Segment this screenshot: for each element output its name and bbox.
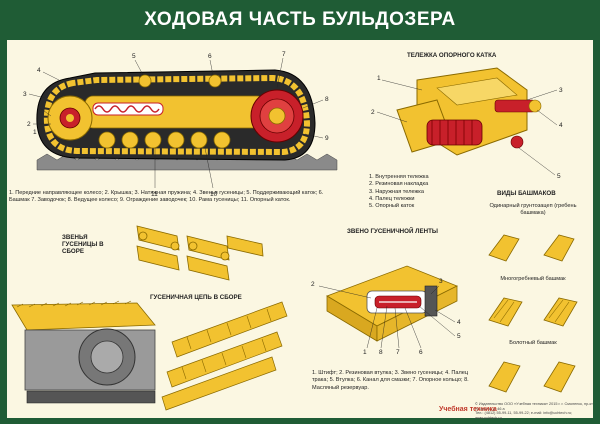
link-callout-7: 7 xyxy=(396,349,400,356)
main-legend: 1. Передние направляющее колесо; 2. Крыш… xyxy=(9,190,324,204)
cart-callout-1: 1 xyxy=(377,75,381,82)
carrier-roller xyxy=(138,74,152,88)
link-callout-2: 2 xyxy=(311,281,315,288)
callout-3: 3 xyxy=(23,91,27,98)
shoe-flat-images xyxy=(488,361,576,393)
callout-10: 10 xyxy=(210,191,218,198)
cart-legend-item: 4. Палец тележки xyxy=(369,195,415,202)
roller-cart-legend: 1. Внутренняя тележка 2. Резиновая накла… xyxy=(369,174,469,210)
shoe-single-label: Одинарный грунтозацеп (гребень башмака) xyxy=(489,203,577,217)
track-link-diagram: 2 3 4 5 6 7 8 1 xyxy=(311,265,461,356)
shoe-flat-label: Болотный башмак xyxy=(509,340,557,346)
undercarriage-diagram: 1 2 3 4 5 6 7 8 9 10 11 xyxy=(23,51,338,198)
callout-11: 11 xyxy=(151,191,158,198)
page-title: ХОДОВАЯ ЧАСТЬ БУЛЬДОЗЕРА xyxy=(144,9,456,30)
link-callout-6: 6 xyxy=(419,349,423,356)
shoe-multi-label: Многогребневый башмак xyxy=(500,276,566,282)
track-rollers xyxy=(98,131,231,149)
cart-legend-item: 2. Резиновая накладка xyxy=(369,181,429,188)
shoe-types-caption: ВИДЫ БАШМАКОВ xyxy=(497,190,556,197)
cart-legend-item: 5. Опорный каток xyxy=(369,203,415,210)
cart-legend-item: 3. Наружная тележка xyxy=(369,188,424,195)
callout-7: 7 xyxy=(282,51,286,58)
link-callout-3: 3 xyxy=(439,278,443,285)
link-callout-4: 4 xyxy=(457,319,461,326)
footer-text: © Издательство ООО «Учебная техника» 201… xyxy=(475,402,593,421)
callout-5: 5 xyxy=(132,53,136,60)
brand-logo: Учебная техника xyxy=(439,406,497,413)
callout-6: 6 xyxy=(208,53,212,60)
cart-callout-2: 2 xyxy=(371,109,375,116)
chain-assembled-caption: ГУСЕНИЧНАЯ ЦЕПЬ В СБОРЕ xyxy=(150,294,242,301)
content-panel: 1 2 3 4 5 6 7 8 9 10 11 1. Передние напр… xyxy=(7,40,593,421)
link-callout-5: 5 xyxy=(457,333,461,340)
track-link-legend: 1. Штифт; 2. Резиновая втулка; 3. Звено … xyxy=(312,370,469,391)
links-assembled-caption: ЗВЕНЬЯ ГУСЕНИЦЫ В СБОРЕ xyxy=(62,234,104,256)
footer-line: Тел.: (4812) 55-99-11, 55-99-22; e-mail:… xyxy=(475,411,573,421)
track-link-caption: ЗВЕНО ГУСЕНИЧНОЙ ЛЕНТЫ xyxy=(347,228,438,235)
track-links-images xyxy=(136,225,264,281)
cart-callout-5: 5 xyxy=(557,173,561,180)
callout-9: 9 xyxy=(325,135,329,142)
callout-8: 8 xyxy=(325,96,329,103)
track-chain-image xyxy=(161,301,288,411)
callout-2: 2 xyxy=(27,121,31,128)
callout-4: 4 xyxy=(37,67,41,74)
carrier-roller xyxy=(208,74,222,88)
shoe-multi-images xyxy=(488,297,578,327)
cart-legend-item: 1. Внутренняя тележка xyxy=(369,174,429,180)
track-links xyxy=(43,74,311,156)
footer-line: © Издательство ООО «Учебная техника» 201… xyxy=(475,402,593,411)
link-callout-8: 8 xyxy=(379,349,383,356)
callout-1: 1 xyxy=(33,129,37,136)
roller-cart-caption: ТЕЛЕЖКА ОПОРНОГО КАТКА xyxy=(407,52,497,59)
shoe-single-images xyxy=(488,234,575,262)
bulldozer-side-image xyxy=(11,300,156,404)
cart-callout-4: 4 xyxy=(559,122,563,129)
cart-callout-3: 3 xyxy=(559,87,563,94)
roller-cart-diagram: 1 2 3 4 5 xyxy=(371,67,563,180)
link-callout-1: 1 xyxy=(363,349,367,356)
